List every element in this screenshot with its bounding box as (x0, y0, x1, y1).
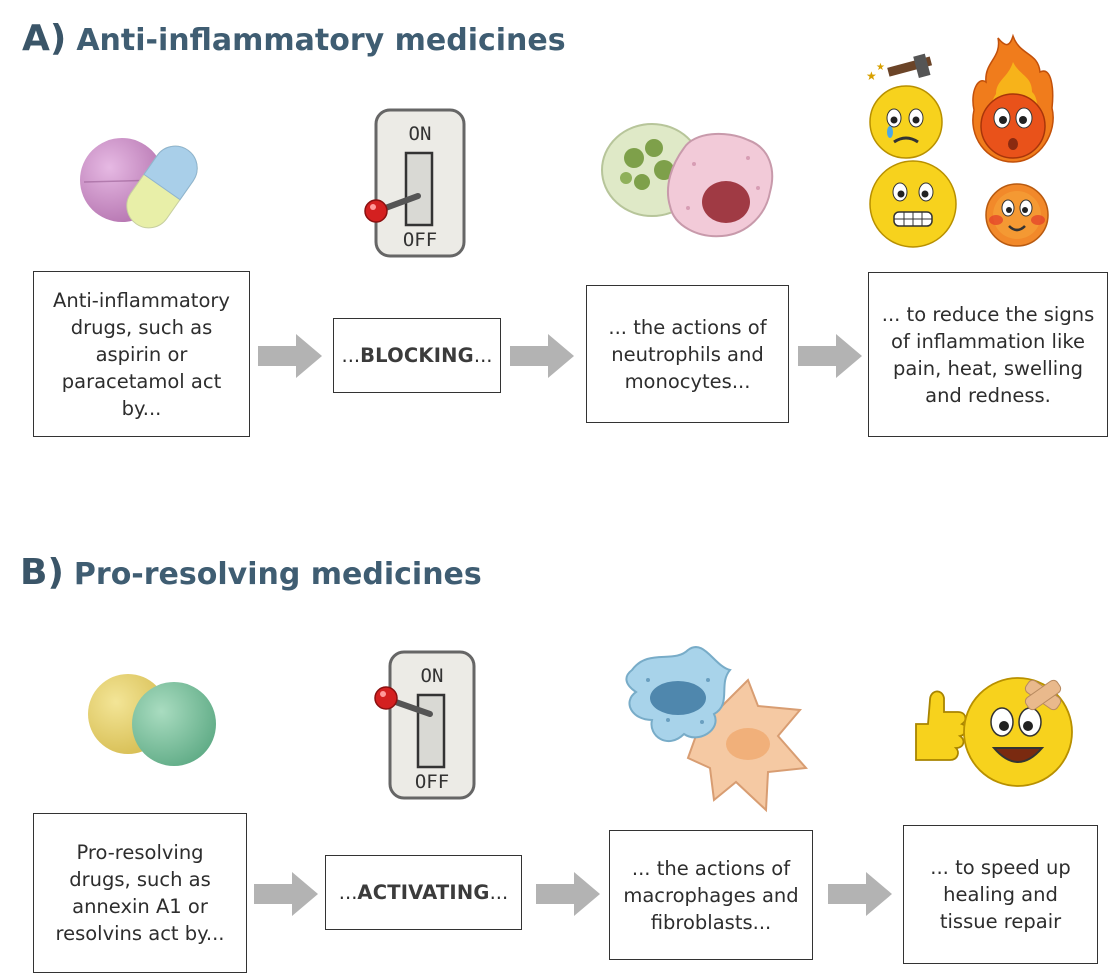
section-b-step-2-box: ...ACTIVATING... (325, 855, 522, 930)
ellipsis-prefix: ... (338, 881, 358, 904)
svg-text:★: ★ (876, 62, 885, 73)
arrow-right-icon (254, 872, 318, 916)
switch-on-label: ON (421, 665, 444, 687)
arrow-right-icon (798, 334, 862, 378)
neutrophils-monocytes-icon (601, 123, 774, 238)
section-b-heading: Pro-resolving medicines (73, 557, 482, 592)
fire-emoji-icon (972, 33, 1054, 163)
switch-on-label: ON (409, 123, 432, 145)
section-a-step-2-box: ...BLOCKING... (333, 318, 501, 393)
section-b-step-1-box: Pro-resolving drugs, such as annexin A1 … (33, 813, 247, 973)
section-a-step-1-box: Anti-inflammatory drugs, such as aspirin… (33, 271, 250, 437)
macrophages-fibroblasts-icon (625, 646, 809, 813)
section-b-step-2-text: ...ACTIVATING... (339, 879, 508, 906)
section-b-letter: B) (20, 552, 64, 593)
ellipsis-prefix: ... (341, 344, 361, 367)
switch-off-icon: ON OFF (364, 108, 466, 258)
switch-off-label: OFF (403, 229, 437, 251)
section-a-heading: Anti-inflammatory medicines (76, 23, 566, 58)
section-a-step-3-box: ... the actions of neutrophils and monoc… (586, 285, 789, 423)
switch-on-icon: ON OFF (374, 650, 476, 800)
healed-emoji-icon (915, 677, 1073, 787)
section-a-title: A) Anti-inflammatory medicines (22, 18, 566, 59)
anti-inflammatory-pills-icon (80, 138, 198, 229)
section-a-letter: A) (22, 18, 67, 59)
svg-text:★: ★ (866, 69, 877, 83)
arrow-right-icon (536, 872, 600, 916)
arrow-right-icon (510, 334, 574, 378)
section-b-step-3-box: ... the actions of macrophages and fibro… (609, 830, 813, 960)
section-b-step-4-box: ... to speed up healing and tissue repai… (903, 825, 1098, 964)
hurt-emoji-icon: ★ ★ (866, 53, 943, 159)
section-b-step-3-text: ... the actions of macrophages and fibro… (623, 856, 799, 934)
red-face-emoji-icon (985, 183, 1049, 247)
blocking-keyword: BLOCKING (360, 344, 474, 367)
ellipsis-suffix: ... (489, 881, 509, 904)
switch-off-label: OFF (415, 771, 449, 793)
section-a-step-3-text: ... the actions of neutrophils and monoc… (608, 315, 767, 393)
grimace-emoji-icon (869, 160, 957, 248)
arrow-right-icon (828, 872, 892, 916)
section-b-title: B) Pro-resolving medicines (20, 552, 482, 593)
section-a-step-2-text: ...BLOCKING... (342, 342, 493, 369)
activating-keyword: ACTIVATING (357, 881, 490, 904)
ellipsis-suffix: ... (473, 344, 493, 367)
section-b-step-4-text: ... to speed up healing and tissue repai… (930, 856, 1071, 933)
section-a-step-4-box: ... to reduce the signs of inflammation … (868, 272, 1108, 437)
section-b-step-1-text: Pro-resolving drugs, such as annexin A1 … (55, 841, 225, 945)
arrow-right-icon (258, 334, 322, 378)
pro-resolving-pills-icon (88, 674, 216, 766)
section-a-step-1-text: Anti-inflammatory drugs, such as aspirin… (53, 288, 230, 420)
section-a-step-4-text: ... to reduce the signs of inflammation … (881, 302, 1095, 407)
